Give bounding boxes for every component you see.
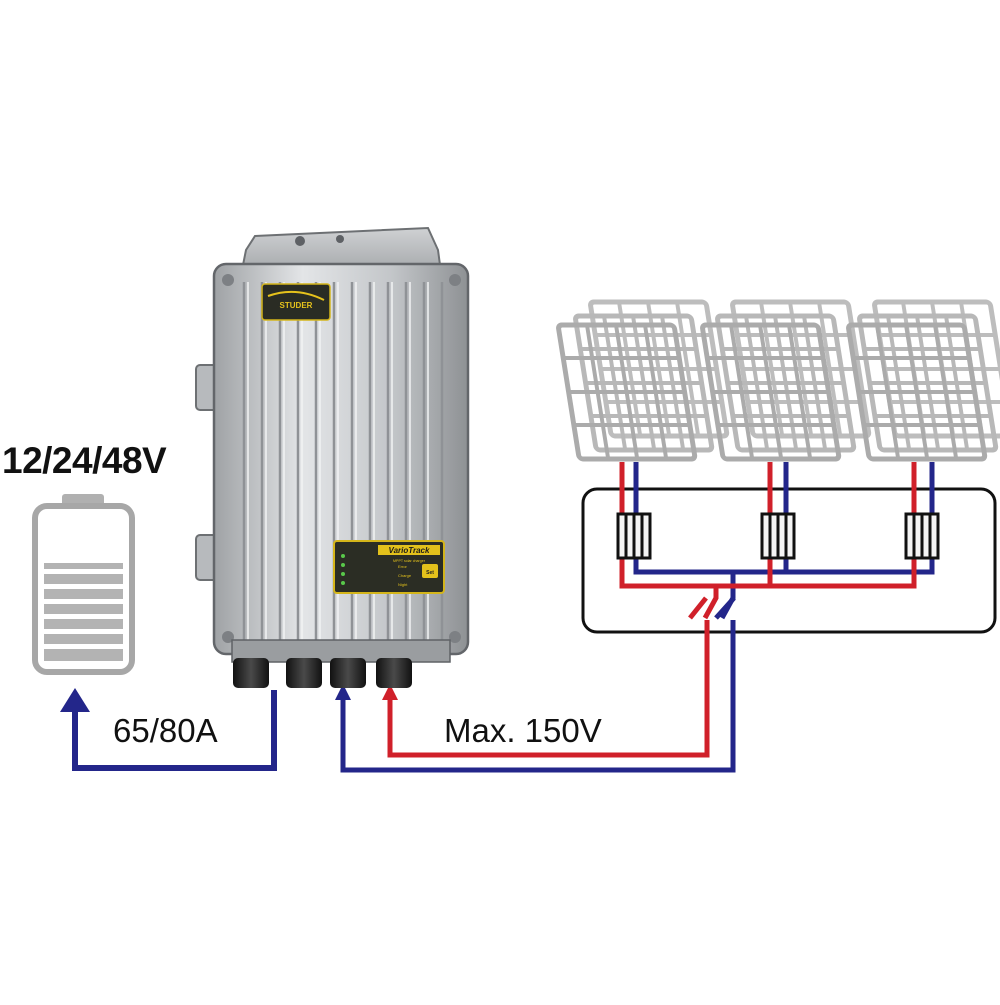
set-button-label: Set bbox=[426, 570, 434, 576]
device-subtitle: MPPT solar charger bbox=[393, 559, 426, 563]
set-button[interactable] bbox=[422, 564, 438, 578]
device-model: VarioTrack bbox=[389, 546, 430, 555]
pv-feed-wires bbox=[340, 596, 736, 773]
battery-icon bbox=[32, 494, 135, 675]
pv-negative-arrow bbox=[335, 684, 351, 700]
pv-panel-group-3 bbox=[848, 302, 1000, 459]
combiner-box bbox=[581, 487, 997, 634]
battery-arrow bbox=[60, 688, 90, 712]
indicator-night: Night bbox=[398, 582, 408, 587]
indicator-error: Error bbox=[398, 564, 408, 569]
battery-wire bbox=[72, 690, 277, 771]
indicator-charge: Charge bbox=[398, 573, 412, 578]
pv-array bbox=[558, 302, 1000, 459]
charge-controller bbox=[195, 226, 470, 688]
max-pv-voltage-label: Max. 150V bbox=[444, 712, 602, 749]
pv-positive-arrow bbox=[382, 684, 398, 700]
device-brand: STUDER bbox=[280, 301, 313, 310]
cable-glands bbox=[233, 658, 412, 688]
charge-current-label: 65/80A bbox=[113, 712, 218, 749]
battery-voltage-label: 12/24/48V bbox=[2, 440, 167, 481]
